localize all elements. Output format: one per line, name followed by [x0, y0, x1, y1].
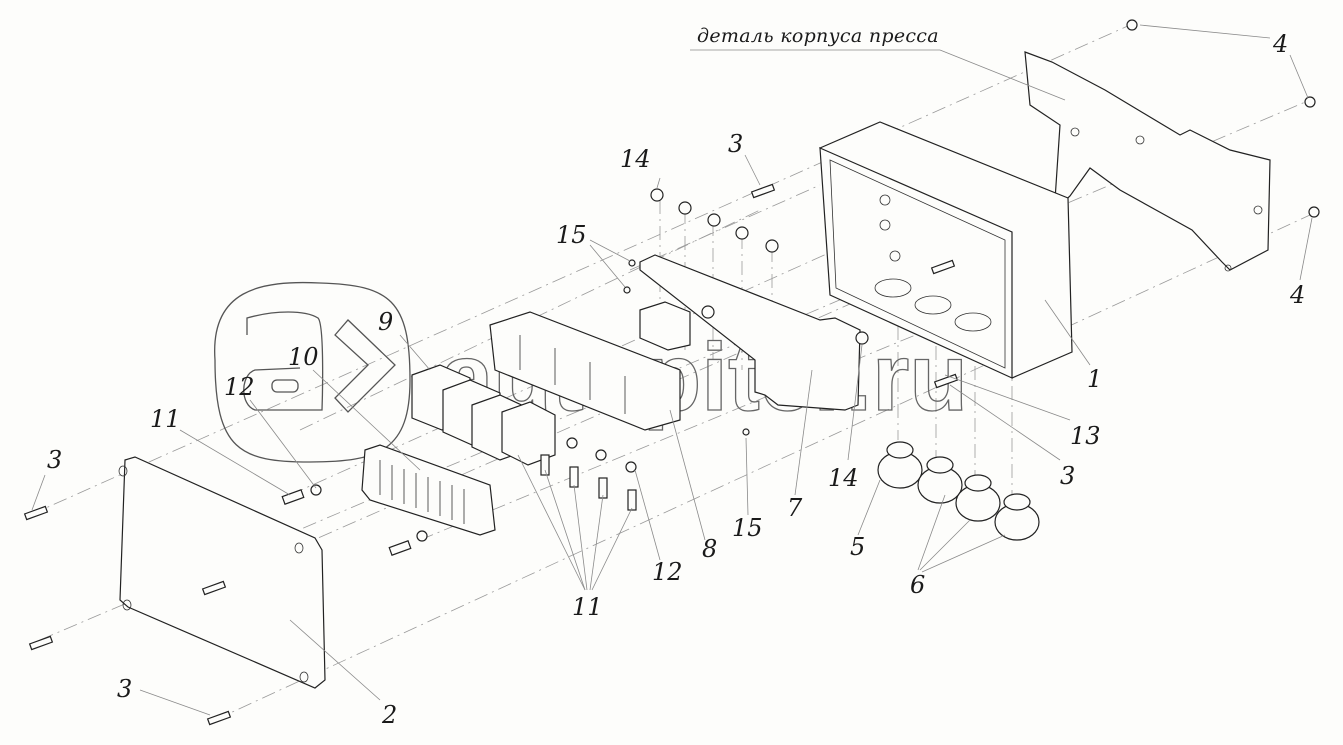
callout-10: 10 — [288, 343, 319, 371]
bolt-11 — [598, 477, 608, 499]
bracket — [639, 254, 861, 411]
callout-5: 5 — [850, 533, 866, 561]
callout-13: 13 — [1070, 422, 1101, 450]
cover-plate — [118, 456, 326, 689]
nut-14 — [855, 331, 869, 345]
callout-14: 14 — [620, 145, 651, 173]
callout-12: 12 — [652, 558, 683, 586]
callout-3: 3 — [1060, 462, 1076, 490]
screw-15 — [623, 286, 631, 294]
bolt-11 — [388, 540, 412, 556]
fasteners — [23, 19, 1320, 726]
connector-6c — [994, 493, 1040, 541]
fuse-block — [361, 444, 496, 536]
nut-14 — [650, 188, 664, 202]
bolt-11 — [540, 454, 550, 476]
screw-3 — [201, 580, 227, 596]
screw-3 — [750, 183, 776, 199]
callout-11: 11 — [572, 593, 603, 621]
nut-14 — [735, 226, 749, 240]
callout-8: 8 — [702, 535, 718, 563]
screw-15 — [742, 428, 750, 436]
nut-14 — [765, 239, 779, 253]
housing-box — [819, 121, 1073, 379]
connector-6a — [917, 456, 963, 504]
washer-12 — [625, 461, 637, 473]
screw-3 — [23, 505, 49, 521]
leader-lines — [31, 24, 1313, 716]
callout-4: 4 — [1273, 30, 1289, 58]
callout-9: 9 — [378, 308, 394, 336]
callout-12: 12 — [224, 373, 255, 401]
callout-4: 4 — [1290, 281, 1306, 309]
callout-6: 6 — [910, 571, 926, 599]
connector-5 — [877, 441, 923, 489]
washer-12 — [310, 484, 322, 496]
screw-3 — [206, 710, 232, 726]
nut-14 — [707, 213, 721, 227]
bolt-11 — [281, 489, 305, 505]
callout-3: 3 — [728, 130, 744, 158]
nut-4-low — [1308, 206, 1320, 218]
callout-1: 1 — [1087, 365, 1103, 393]
press-body-part-caption: деталь корпуса пресса — [697, 25, 939, 47]
nut-4-mid — [1304, 96, 1316, 108]
screw-3 — [930, 259, 956, 275]
callout-3: 3 — [47, 446, 63, 474]
callout-3: 3 — [117, 675, 133, 703]
screw-15 — [628, 259, 636, 267]
connector-6b — [955, 474, 1001, 522]
nut-14 — [678, 201, 692, 215]
screw-3 — [28, 635, 54, 651]
callout-15: 15 — [732, 514, 763, 542]
callout-7: 7 — [787, 494, 803, 522]
connector-group — [877, 441, 1040, 541]
callout-2: 2 — [382, 701, 398, 729]
relay-block — [489, 311, 681, 431]
callout-14: 14 — [828, 464, 859, 492]
callout-15: 15 — [556, 221, 587, 249]
nut-4-top — [1126, 19, 1138, 31]
bolt-11 — [627, 489, 637, 511]
nut-14 — [701, 305, 715, 319]
callout-11: 11 — [150, 405, 181, 433]
relay-group — [411, 364, 556, 466]
bolt-11 — [569, 466, 579, 488]
washer-12 — [595, 449, 607, 461]
washer-12 — [416, 530, 428, 542]
washer-12 — [566, 437, 578, 449]
